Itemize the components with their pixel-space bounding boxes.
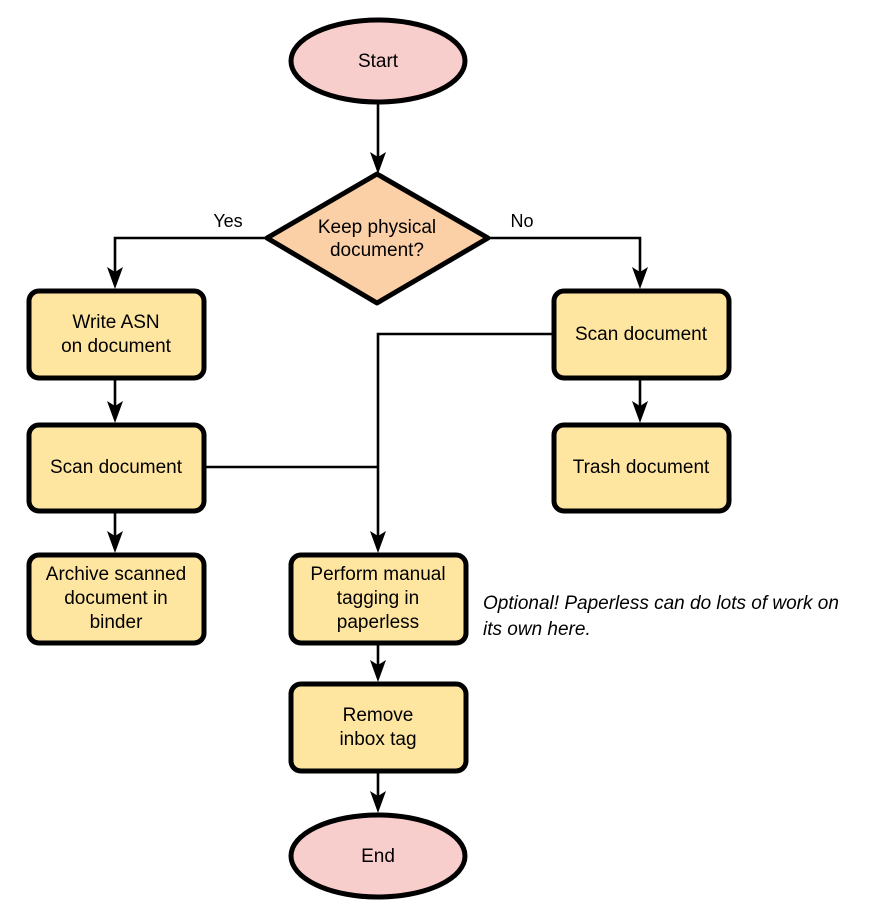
tagging-label-line3: paperless <box>337 612 419 633</box>
scan-document-left-label: Scan document <box>50 457 183 478</box>
annotation-optional-note: Optional! Paperless can do lots of work … <box>483 593 839 640</box>
edge-scan-right-to-tagging <box>370 332 552 553</box>
node-scan-document-left[interactable]: Scan document <box>26 422 207 514</box>
scan-document-right-label: Scan document <box>575 324 708 345</box>
edge-scan-left-to-archive <box>107 511 123 553</box>
edge-scan-right-to-trash <box>632 378 648 423</box>
edge-start-to-decision <box>370 104 386 174</box>
optional-note-line1: Optional! Paperless can do lots of work … <box>483 593 839 614</box>
decision-diamond-shape <box>264 171 491 306</box>
remove-inbox-label-line2: inbox tag <box>339 729 416 750</box>
node-decision-keep-physical-document[interactable]: Keep physical document? <box>264 171 491 306</box>
node-write-asn-on-document[interactable]: Write ASN on document <box>26 288 207 381</box>
end-label: End <box>361 846 395 867</box>
write-asn-label-line2: on document <box>61 336 172 357</box>
archive-label-line3: binder <box>90 612 143 633</box>
edge-tagging-to-remove-inbox <box>370 643 386 682</box>
node-trash-document[interactable]: Trash document <box>551 422 732 514</box>
node-archive-scanned-document[interactable]: Archive scanned document in binder <box>26 552 207 646</box>
edge-label-no: No <box>510 211 533 231</box>
start-ellipse-shape <box>288 17 468 105</box>
tagging-label-line1: Perform manual <box>310 564 445 585</box>
tagging-box-shape <box>288 552 469 646</box>
write-asn-label-line1: Write ASN <box>72 312 159 333</box>
archive-label-line1: Archive scanned <box>46 564 186 585</box>
archive-label-line2: document in <box>64 588 168 609</box>
node-remove-inbox-tag[interactable]: Remove inbox tag <box>288 681 469 774</box>
decision-label-line1: Keep physical <box>318 217 436 238</box>
decision-label-line2: document? <box>330 240 424 261</box>
tagging-label-line2: tagging in <box>337 588 419 609</box>
node-perform-manual-tagging[interactable]: Perform manual tagging in paperless <box>288 552 469 646</box>
node-scan-document-right[interactable]: Scan document <box>551 288 732 381</box>
trash-document-box-shape <box>551 422 732 514</box>
scan-document-left-box-shape <box>26 422 207 514</box>
edge-remove-inbox-to-end <box>370 771 386 813</box>
archive-box-shape <box>26 552 207 646</box>
optional-note-line2: its own here. <box>483 619 591 640</box>
remove-inbox-label-line1: Remove <box>343 705 414 726</box>
edge-label-yes: Yes <box>213 211 242 231</box>
remove-inbox-box-shape <box>288 681 469 774</box>
edge-decision-to-scan-right <box>490 236 648 289</box>
node-start[interactable]: Start <box>288 17 468 105</box>
node-end[interactable]: End <box>288 812 468 900</box>
edge-decision-to-write-asn <box>107 236 265 289</box>
trash-document-label: Trash document <box>573 457 710 478</box>
start-label: Start <box>358 51 399 72</box>
edge-write-asn-to-scan-left <box>107 378 123 423</box>
write-asn-box-shape <box>26 288 207 381</box>
end-ellipse-shape <box>288 812 468 900</box>
scan-document-right-box-shape <box>551 288 732 381</box>
